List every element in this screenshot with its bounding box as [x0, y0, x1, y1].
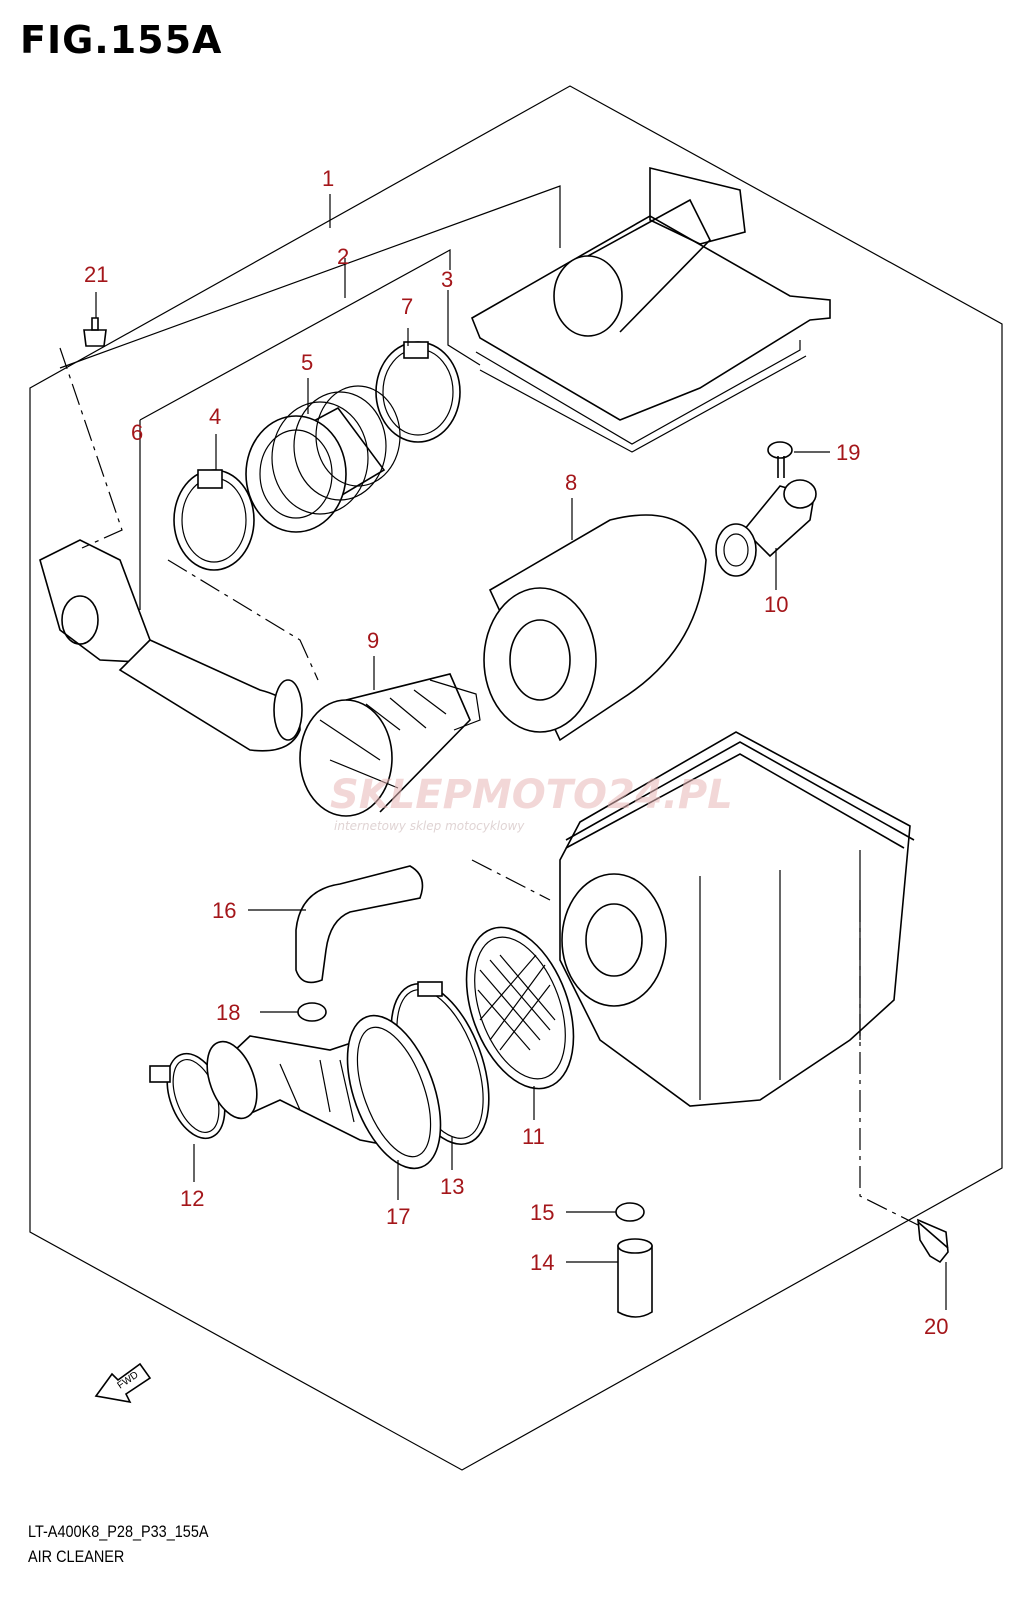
air-cleaner-case	[471, 731, 921, 1227]
part-14-plug	[566, 1238, 653, 1318]
callout-11: 11	[522, 1124, 545, 1149]
part-20-bolt	[917, 1218, 949, 1310]
callout-6: 6	[131, 420, 143, 445]
callout-7: 7	[401, 294, 413, 319]
part-19-screw	[767, 441, 830, 478]
fwd-arrow-icon: FWD	[94, 1362, 152, 1404]
part-9-cage	[299, 656, 481, 817]
part-8-filter	[483, 498, 707, 742]
part-17-outlet-tube	[213, 1014, 442, 1200]
assembly-boundary	[29, 85, 1003, 1471]
figure-title: FIG.155A	[20, 18, 223, 62]
part-3-cap	[470, 166, 831, 453]
callout-16: 16	[212, 898, 236, 923]
callout-10: 10	[764, 592, 788, 617]
drawing-name: AIR CLEANER	[28, 1547, 125, 1566]
part-21-clip	[83, 292, 107, 347]
callout-4: 4	[209, 404, 221, 429]
part-15-clip	[566, 1202, 645, 1222]
callout-18: 18	[216, 1000, 240, 1025]
leader-3	[447, 290, 481, 366]
callout-21: 21	[84, 262, 108, 287]
part-18-clip	[260, 1002, 327, 1022]
leader-2	[139, 248, 451, 421]
part-10-bracket	[715, 479, 817, 590]
part-6-inlet-duct	[39, 347, 319, 752]
callout-2: 2	[337, 244, 349, 269]
callout-8: 8	[565, 470, 577, 495]
watermark-tagline: internetowy sklep motocyklowy	[334, 819, 525, 833]
leader-1	[59, 185, 561, 369]
part-5-boot	[245, 378, 401, 533]
drawing-code: LT-A400K8_P28_P33_155A	[28, 1522, 209, 1541]
part-11-screen	[465, 926, 575, 1120]
callout-19: 19	[836, 440, 860, 465]
part-12-clamp	[149, 1040, 258, 1182]
callout-14: 14	[530, 1250, 554, 1275]
callout-13: 13	[440, 1174, 464, 1199]
part-16-hose	[248, 865, 424, 984]
watermark-logo: SKLEPMOTO24.PL	[330, 772, 733, 818]
callout-5: 5	[301, 350, 313, 375]
callout-3: 3	[441, 267, 453, 292]
callout-20: 20	[924, 1314, 948, 1339]
callout-labels: 1 2 3 4 5 6 7 8 9 10 11 12 13 14 15 16 1…	[84, 166, 948, 1339]
callout-1: 1	[322, 166, 334, 191]
callout-12: 12	[180, 1186, 204, 1211]
watermark: SKLEPMOTO24.PL internetowy sklep motocyk…	[330, 772, 733, 833]
part-4-clamp	[173, 434, 255, 571]
callout-17: 17	[386, 1204, 410, 1229]
callout-9: 9	[367, 628, 379, 653]
callout-15: 15	[530, 1200, 554, 1225]
